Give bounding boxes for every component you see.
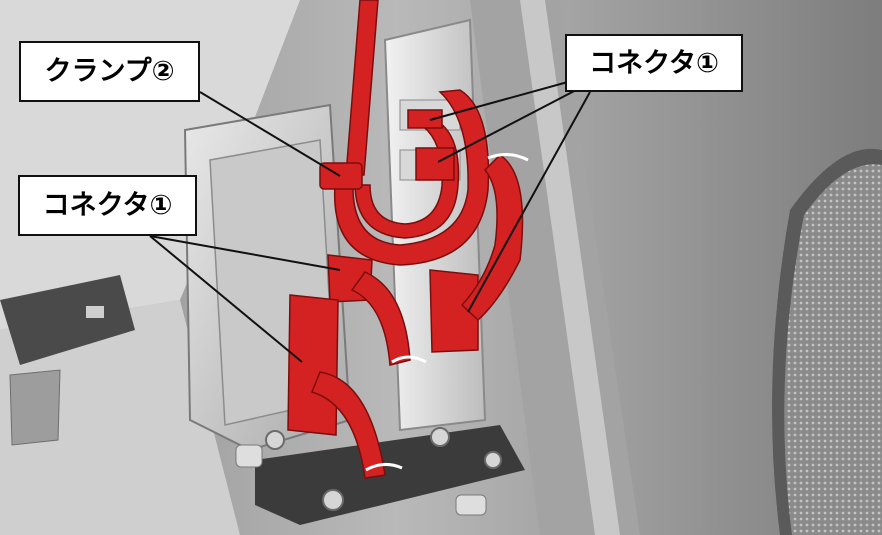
- speaker-rim: [772, 148, 882, 535]
- stud: [455, 494, 487, 516]
- connector-1-upper-a: [407, 109, 443, 129]
- bolt: [430, 427, 450, 447]
- panel-ridge-highlight: [520, 0, 620, 535]
- bolt: [265, 430, 285, 450]
- speaker-grille: [772, 148, 882, 535]
- harness-branch-right: [460, 154, 524, 322]
- leader-conn-right-c: [467, 91, 591, 313]
- leader-conn-right-b: [437, 87, 581, 163]
- leader-lines: [149, 79, 591, 363]
- leader-conn-right-a: [429, 79, 576, 121]
- panel-left-lower: [0, 300, 240, 535]
- bolt: [484, 451, 502, 469]
- connector-1-right: [429, 269, 479, 353]
- connector-1-label-right: コネクタ①: [565, 34, 743, 92]
- highlighted-harness: [287, 0, 524, 479]
- connector-1-label-left: コネクタ①: [18, 175, 197, 236]
- leader-clamp: [199, 91, 341, 177]
- bolt: [322, 489, 344, 511]
- bracket-hole: [86, 306, 104, 318]
- connector-1-left: [287, 294, 339, 436]
- connector-1-upper-b: [415, 147, 455, 181]
- left-bracket: [0, 275, 135, 365]
- leader-conn-left-a: [149, 235, 341, 271]
- leader-conn-left-b: [149, 235, 303, 363]
- left-clip: [9, 369, 61, 446]
- harness-vertical: [345, 0, 379, 176]
- cut-marks: [365, 153, 529, 472]
- stud: [235, 444, 263, 468]
- clamp-2-label: クランプ②: [19, 41, 200, 102]
- harness-branch-center: [350, 271, 411, 366]
- harness-branch-lower: [310, 371, 386, 479]
